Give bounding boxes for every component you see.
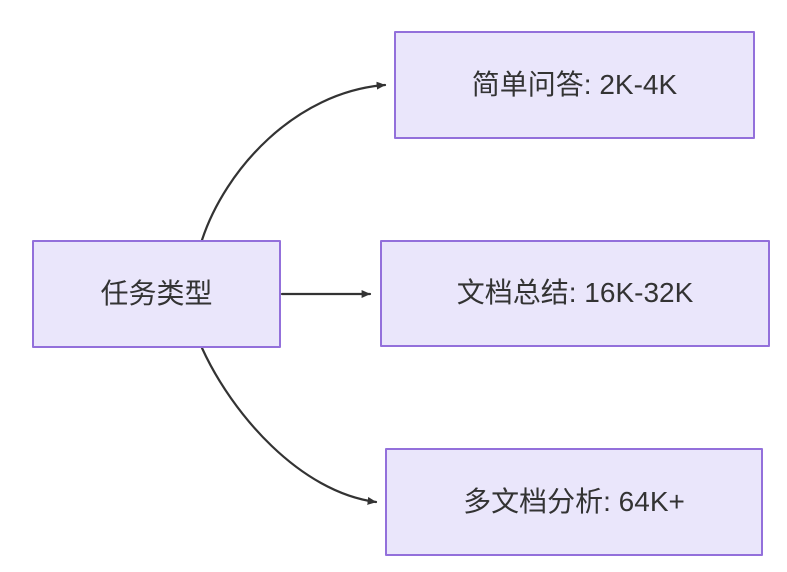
edge-root-to-simple-qa	[200, 81, 387, 242]
node-task-type[interactable]: 任务类型	[32, 240, 281, 348]
node-task-type-label: 任务类型	[100, 277, 213, 309]
node-doc-summary-label: 文档总结: 16K-32K	[456, 277, 694, 309]
node-doc-summary[interactable]: 文档总结: 16K-32K	[380, 240, 770, 347]
edge-root-to-multi-doc	[200, 346, 378, 505]
node-simple-qa-label: 简单问答: 2K-4K	[471, 68, 678, 100]
node-multi-doc-label: 多文档分析: 64K+	[463, 485, 685, 517]
node-simple-qa[interactable]: 简单问答: 2K-4K	[394, 31, 755, 139]
node-multi-doc[interactable]: 多文档分析: 64K+	[385, 448, 763, 556]
